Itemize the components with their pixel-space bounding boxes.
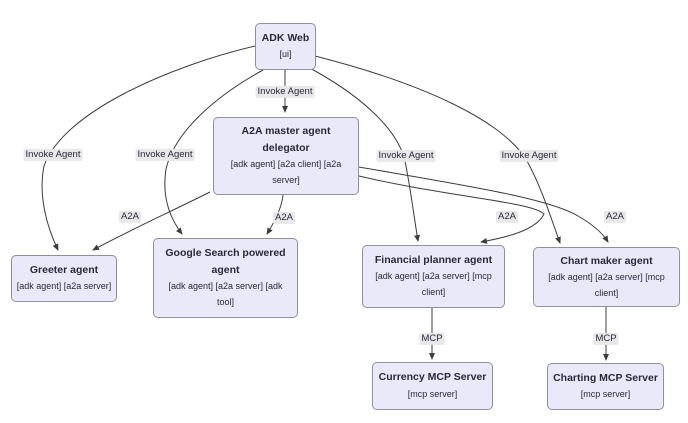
node-charting-mcp-server: Charting MCP Server [mcp server]	[547, 363, 664, 410]
edge-label-invoke-agent-greeter: Invoke Agent	[23, 148, 83, 162]
node-title: ADK Web	[261, 31, 310, 44]
node-subtitle: [adk agent] [a2a server] [adk tool]	[168, 281, 283, 307]
edge-label-invoke-agent-financial-planner: Invoke Agent	[376, 149, 436, 163]
node-title: Greeter agent	[29, 263, 99, 276]
edge-delegator-to-chart-maker-agent	[358, 166, 609, 243]
node-subtitle: [adk agent] [a2a server] [mcp client]	[375, 271, 492, 298]
edge-adk-web-to-chart-maker-agent	[314, 55, 561, 244]
edge-label-mcp-charting: MCP	[593, 332, 619, 346]
node-subtitle: [adk agent] [a2a client] [a2a server]	[230, 159, 342, 185]
node-title: Charting MCP Server	[553, 371, 658, 384]
edge-label-mcp-currency: MCP	[419, 332, 445, 346]
node-subtitle: [mcp server]	[580, 389, 631, 400]
edge-label-invoke-agent-chart-maker: Invoke Agent	[499, 149, 559, 163]
node-title: Google Search powered agent	[165, 247, 286, 276]
node-title: Currency MCP Server	[378, 371, 487, 384]
edge-label-a2a-google-search: A2A	[273, 211, 295, 225]
node-subtitle: [mcp server]	[407, 388, 458, 399]
edge-delegator-to-greeter-agent	[92, 191, 211, 251]
node-title: Financial planner agent	[374, 254, 493, 267]
edge-delegator-to-financial-planner-agent	[358, 175, 545, 244]
node-greeter-agent: Greeter agent [adk agent] [a2a server]	[11, 255, 117, 302]
node-title: A2A master agent delegator	[241, 125, 331, 154]
node-financial-planner-agent: Financial planner agent [adk agent] [a2a…	[362, 245, 505, 308]
node-a2a-master-agent-delegator: A2A master agent delegator [adk agent] […	[213, 117, 359, 195]
node-subtitle: [adk agent] [a2a server]	[16, 281, 112, 292]
node-subtitle: [ui]	[279, 49, 292, 60]
node-adk-web: ADK Web [ui]	[255, 23, 316, 70]
node-chart-maker-agent: Chart maker agent [adk agent] [a2a serve…	[533, 247, 680, 307]
node-currency-mcp-server: Currency MCP Server [mcp server]	[372, 362, 493, 410]
edge-label-a2a-chart-maker: A2A	[604, 210, 626, 224]
edge-label-invoke-agent-delegator: Invoke Agent	[255, 85, 315, 99]
edge-adk-web-to-greeter-agent	[41, 45, 256, 251]
node-google-search-powered-agent: Google Search powered agent [adk agent] …	[153, 238, 298, 318]
edge-label-a2a-greeter: A2A	[119, 210, 141, 224]
node-subtitle: [adk agent] [a2a server] [mcp client]	[548, 271, 665, 298]
edge-label-invoke-agent-google-search: Invoke Agent	[135, 148, 195, 162]
edge-label-a2a-financial-planner: A2A	[496, 210, 518, 224]
node-title: Chart maker agent	[560, 254, 653, 267]
